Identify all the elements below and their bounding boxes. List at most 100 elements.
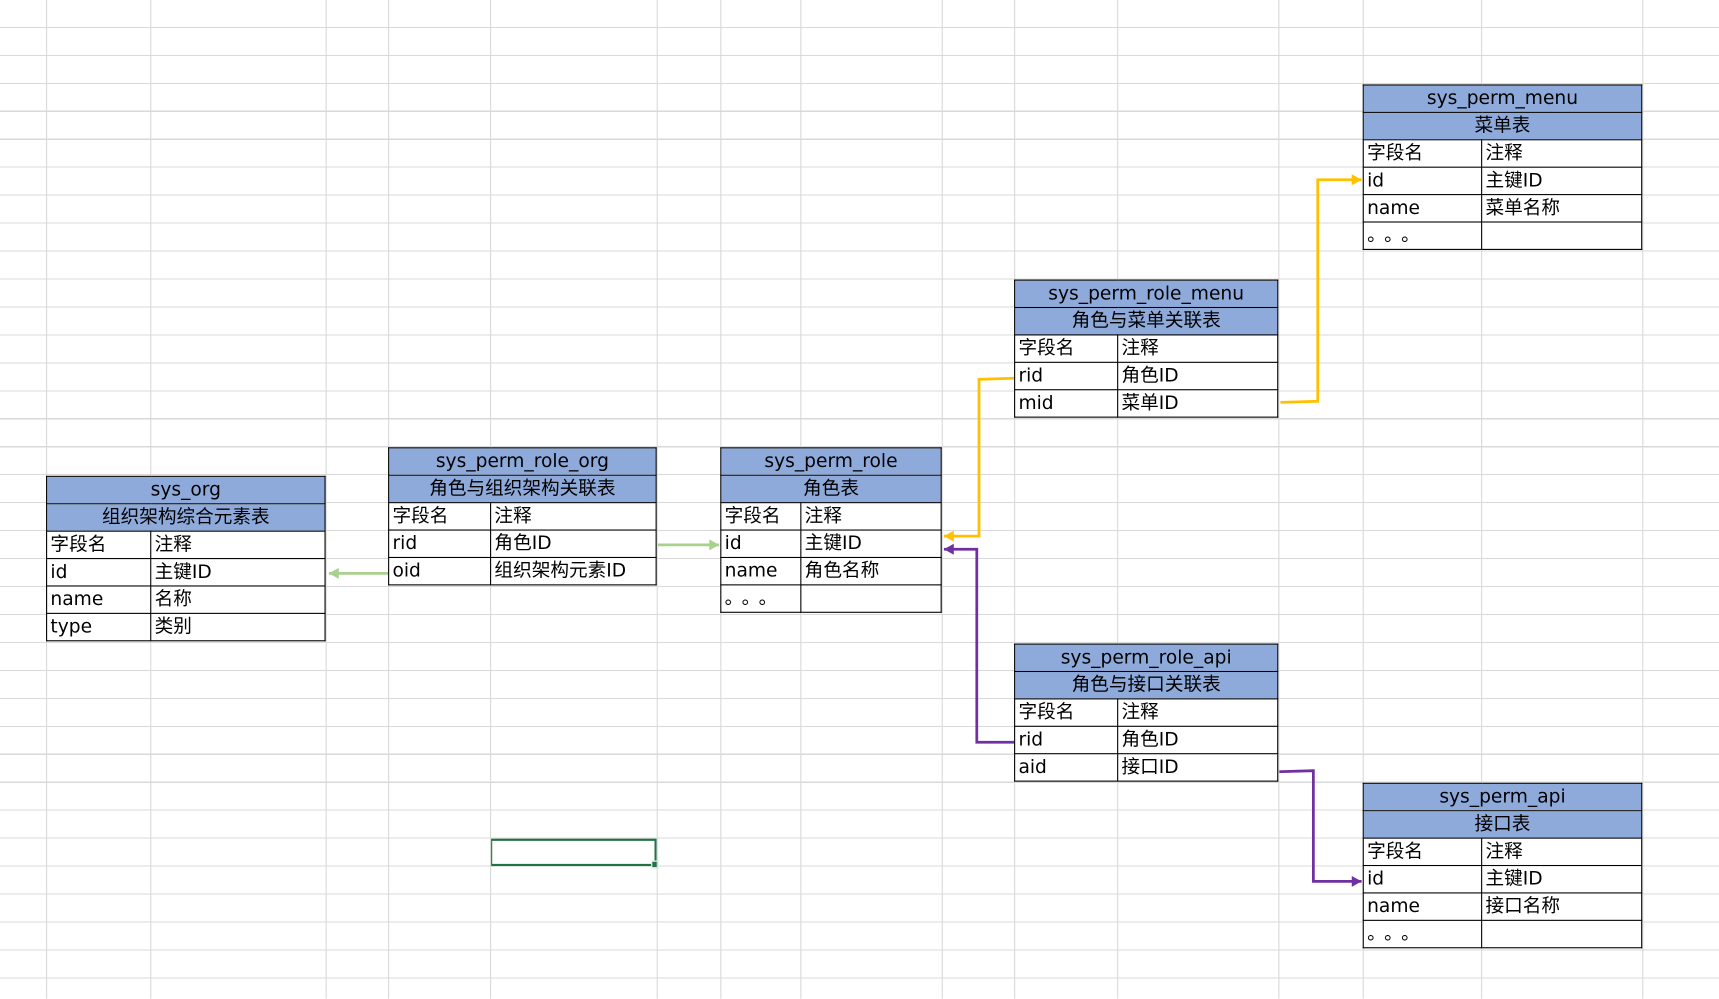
arrowhead-icon <box>709 539 720 551</box>
column-header-field[interactable]: 字段名 <box>1014 334 1119 363</box>
api-link-rid[interactable] <box>943 547 1015 744</box>
field-name-cell[interactable]: name <box>46 584 152 614</box>
table-name-cell[interactable]: sys_org <box>46 475 326 504</box>
field-comment-cell[interactable]: 接口ID <box>1117 752 1279 782</box>
field-comment-cell[interactable] <box>800 584 942 613</box>
column-header-comment[interactable]: 注释 <box>800 502 942 531</box>
table-name-cell[interactable]: sys_perm_role_api <box>1014 642 1279 672</box>
table-row: 。。。 <box>720 584 942 613</box>
field-name-cell[interactable]: id <box>1362 166 1483 195</box>
column-header-field[interactable]: 字段名 <box>1362 837 1483 867</box>
column-header-comment[interactable]: 注释 <box>1481 138 1643 168</box>
table-comment-cell[interactable]: 角色与菜单关联表 <box>1014 306 1279 336</box>
grid-column-line <box>325 0 327 999</box>
field-comment-cell[interactable]: 主键ID <box>1481 166 1643 195</box>
field-comment-cell[interactable]: 菜单ID <box>1117 389 1279 418</box>
table-name-cell[interactable]: sys_perm_role <box>720 447 942 476</box>
arrowhead-icon <box>1351 875 1362 887</box>
field-name-cell[interactable]: type <box>46 612 152 641</box>
field-name-cell[interactable]: name <box>1362 193 1483 223</box>
field-comment-cell[interactable]: 角色名称 <box>800 556 942 586</box>
table-name-cell[interactable]: sys_perm_menu <box>1362 83 1643 113</box>
column-header-comment[interactable]: 注释 <box>1117 334 1279 363</box>
arrowhead-icon <box>328 567 339 579</box>
field-name-cell[interactable]: 。。。 <box>720 584 802 613</box>
field-comment-cell[interactable]: 主键ID <box>1481 864 1643 894</box>
field-comment-cell[interactable]: 角色ID <box>1117 361 1279 391</box>
arrowhead-icon <box>1351 174 1362 186</box>
field-name-cell[interactable]: id <box>1362 864 1483 894</box>
table-comment-cell[interactable]: 接口表 <box>1362 810 1643 839</box>
table-row: 。。。 <box>1362 220 1643 250</box>
column-header-comment[interactable]: 注释 <box>490 502 657 531</box>
table-comment-cell[interactable]: 角色与组织架构关联表 <box>388 474 657 504</box>
field-name-cell[interactable]: rid <box>1014 725 1119 754</box>
grid-column-line <box>1117 0 1119 999</box>
menu-link-rid[interactable] <box>943 376 1015 538</box>
field-name-cell[interactable]: 。。。 <box>1362 919 1483 949</box>
grid-column-line <box>656 0 658 999</box>
column-header-field[interactable]: 字段名 <box>1362 138 1483 168</box>
table-name-cell[interactable]: sys_perm_api <box>1362 782 1643 812</box>
column-header-comment[interactable]: 注释 <box>1117 697 1279 727</box>
field-name-cell[interactable]: name <box>720 556 802 586</box>
field-comment-cell[interactable]: 名称 <box>150 584 326 614</box>
column-header-field[interactable]: 字段名 <box>388 502 492 531</box>
column-header-field[interactable]: 字段名 <box>1014 697 1119 727</box>
selected-cell[interactable] <box>490 838 659 869</box>
field-name-cell[interactable]: 。。。 <box>1362 220 1483 250</box>
table-name-cell[interactable]: sys_perm_role_org <box>388 447 657 476</box>
menu-link-mid[interactable] <box>1280 178 1362 404</box>
grid-column-line <box>1014 0 1016 999</box>
field-name-cell[interactable]: rid <box>1014 361 1119 391</box>
column-header-field[interactable]: 字段名 <box>720 502 802 531</box>
field-comment-cell[interactable]: 角色ID <box>1117 725 1279 754</box>
column-header-field[interactable]: 字段名 <box>46 530 152 559</box>
field-comment-cell[interactable]: 菜单名称 <box>1481 193 1643 223</box>
api-link-aid[interactable] <box>1277 769 1362 883</box>
field-name-cell[interactable]: aid <box>1014 752 1119 782</box>
table-name-cell[interactable]: sys_perm_role_menu <box>1014 279 1279 309</box>
table-comment-cell[interactable]: 角色表 <box>720 474 942 504</box>
field-comment-cell[interactable]: 主键ID <box>800 529 942 559</box>
field-name-cell[interactable]: mid <box>1014 389 1119 418</box>
field-name-cell[interactable]: id <box>720 529 802 559</box>
field-comment-cell[interactable]: 主键ID <box>150 557 326 586</box>
field-name-cell[interactable]: name <box>1362 892 1483 921</box>
field-comment-cell[interactable]: 角色ID <box>490 529 657 559</box>
grid-column-line <box>1278 0 1280 999</box>
table-comment-cell[interactable]: 组织架构综合元素表 <box>46 502 326 532</box>
table-comment-cell[interactable]: 角色与接口关联表 <box>1014 670 1279 699</box>
field-comment-cell[interactable] <box>1481 220 1643 250</box>
field-comment-cell[interactable]: 类别 <box>150 612 326 641</box>
field-name-cell[interactable]: rid <box>388 529 492 559</box>
field-name-cell[interactable]: oid <box>388 556 492 586</box>
field-comment-cell[interactable]: 接口名称 <box>1481 892 1643 921</box>
field-comment-cell[interactable] <box>1481 919 1643 949</box>
table-comment-cell[interactable]: 菜单表 <box>1362 111 1643 140</box>
column-header-comment[interactable]: 注释 <box>150 530 326 559</box>
column-header-comment[interactable]: 注释 <box>1481 837 1643 867</box>
field-name-cell[interactable]: id <box>46 557 152 586</box>
arrowhead-icon <box>943 530 954 542</box>
grid-column-line <box>1362 0 1364 999</box>
field-comment-cell[interactable]: 组织架构元素ID <box>490 556 657 586</box>
